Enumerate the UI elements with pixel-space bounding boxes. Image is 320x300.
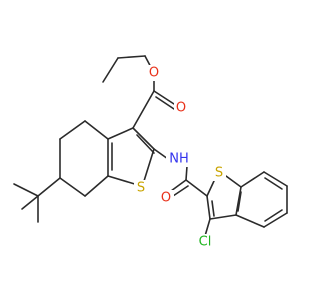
amide-carbonyl-oxygen-label: O — [161, 191, 171, 206]
atom-labels-group: O O NH S S O Cl — [134, 65, 226, 250]
bond — [225, 175, 242, 188]
bond — [84, 120, 109, 140]
bond — [21, 195, 39, 210]
bond — [132, 90, 155, 129]
bond — [170, 179, 187, 192]
left-thiophene-sulfur-label: S — [137, 181, 145, 196]
bond — [172, 185, 189, 197]
bond — [153, 148, 169, 160]
bond — [263, 171, 288, 187]
bond — [59, 120, 86, 140]
bond — [107, 127, 134, 140]
structure-svg: O O NH S S O Cl — [13, 55, 288, 250]
bond — [209, 214, 237, 220]
bond — [117, 55, 146, 59]
bond — [136, 134, 155, 154]
bond — [132, 127, 155, 150]
bond — [237, 191, 242, 212]
bond — [264, 209, 283, 222]
ester-carbonyl-oxygen-label: O — [176, 101, 186, 116]
label-mask — [194, 234, 216, 250]
bond — [206, 180, 215, 197]
bond — [235, 186, 242, 216]
label-mask — [212, 165, 226, 181]
bond — [143, 148, 155, 182]
bond — [211, 200, 215, 217]
amide-nh-label: NH — [169, 152, 189, 167]
bond — [264, 177, 283, 190]
bond — [59, 177, 86, 197]
bond — [185, 179, 208, 197]
bond — [206, 195, 211, 220]
bond — [84, 175, 109, 197]
label-mask — [160, 190, 174, 206]
ether-oxygen-label: O — [149, 66, 159, 81]
bond — [13, 183, 39, 197]
bond — [263, 212, 288, 228]
chlorine-label: Cl — [199, 235, 212, 250]
bonds-group — [13, 55, 288, 237]
bond — [107, 175, 139, 186]
molecule-diagram: O O NH S S O Cl — [13, 55, 288, 250]
label-mask — [134, 180, 148, 196]
label-mask — [166, 151, 192, 167]
bond — [37, 177, 61, 197]
bond — [240, 171, 265, 188]
bond — [153, 90, 175, 105]
label-mask — [146, 65, 162, 81]
label-mask — [174, 100, 188, 116]
bond — [235, 214, 265, 228]
bond — [185, 165, 188, 181]
bond — [204, 218, 211, 237]
bond — [155, 96, 175, 110]
right-thiophene-sulfur-label: S — [215, 166, 223, 181]
bond — [102, 57, 119, 83]
